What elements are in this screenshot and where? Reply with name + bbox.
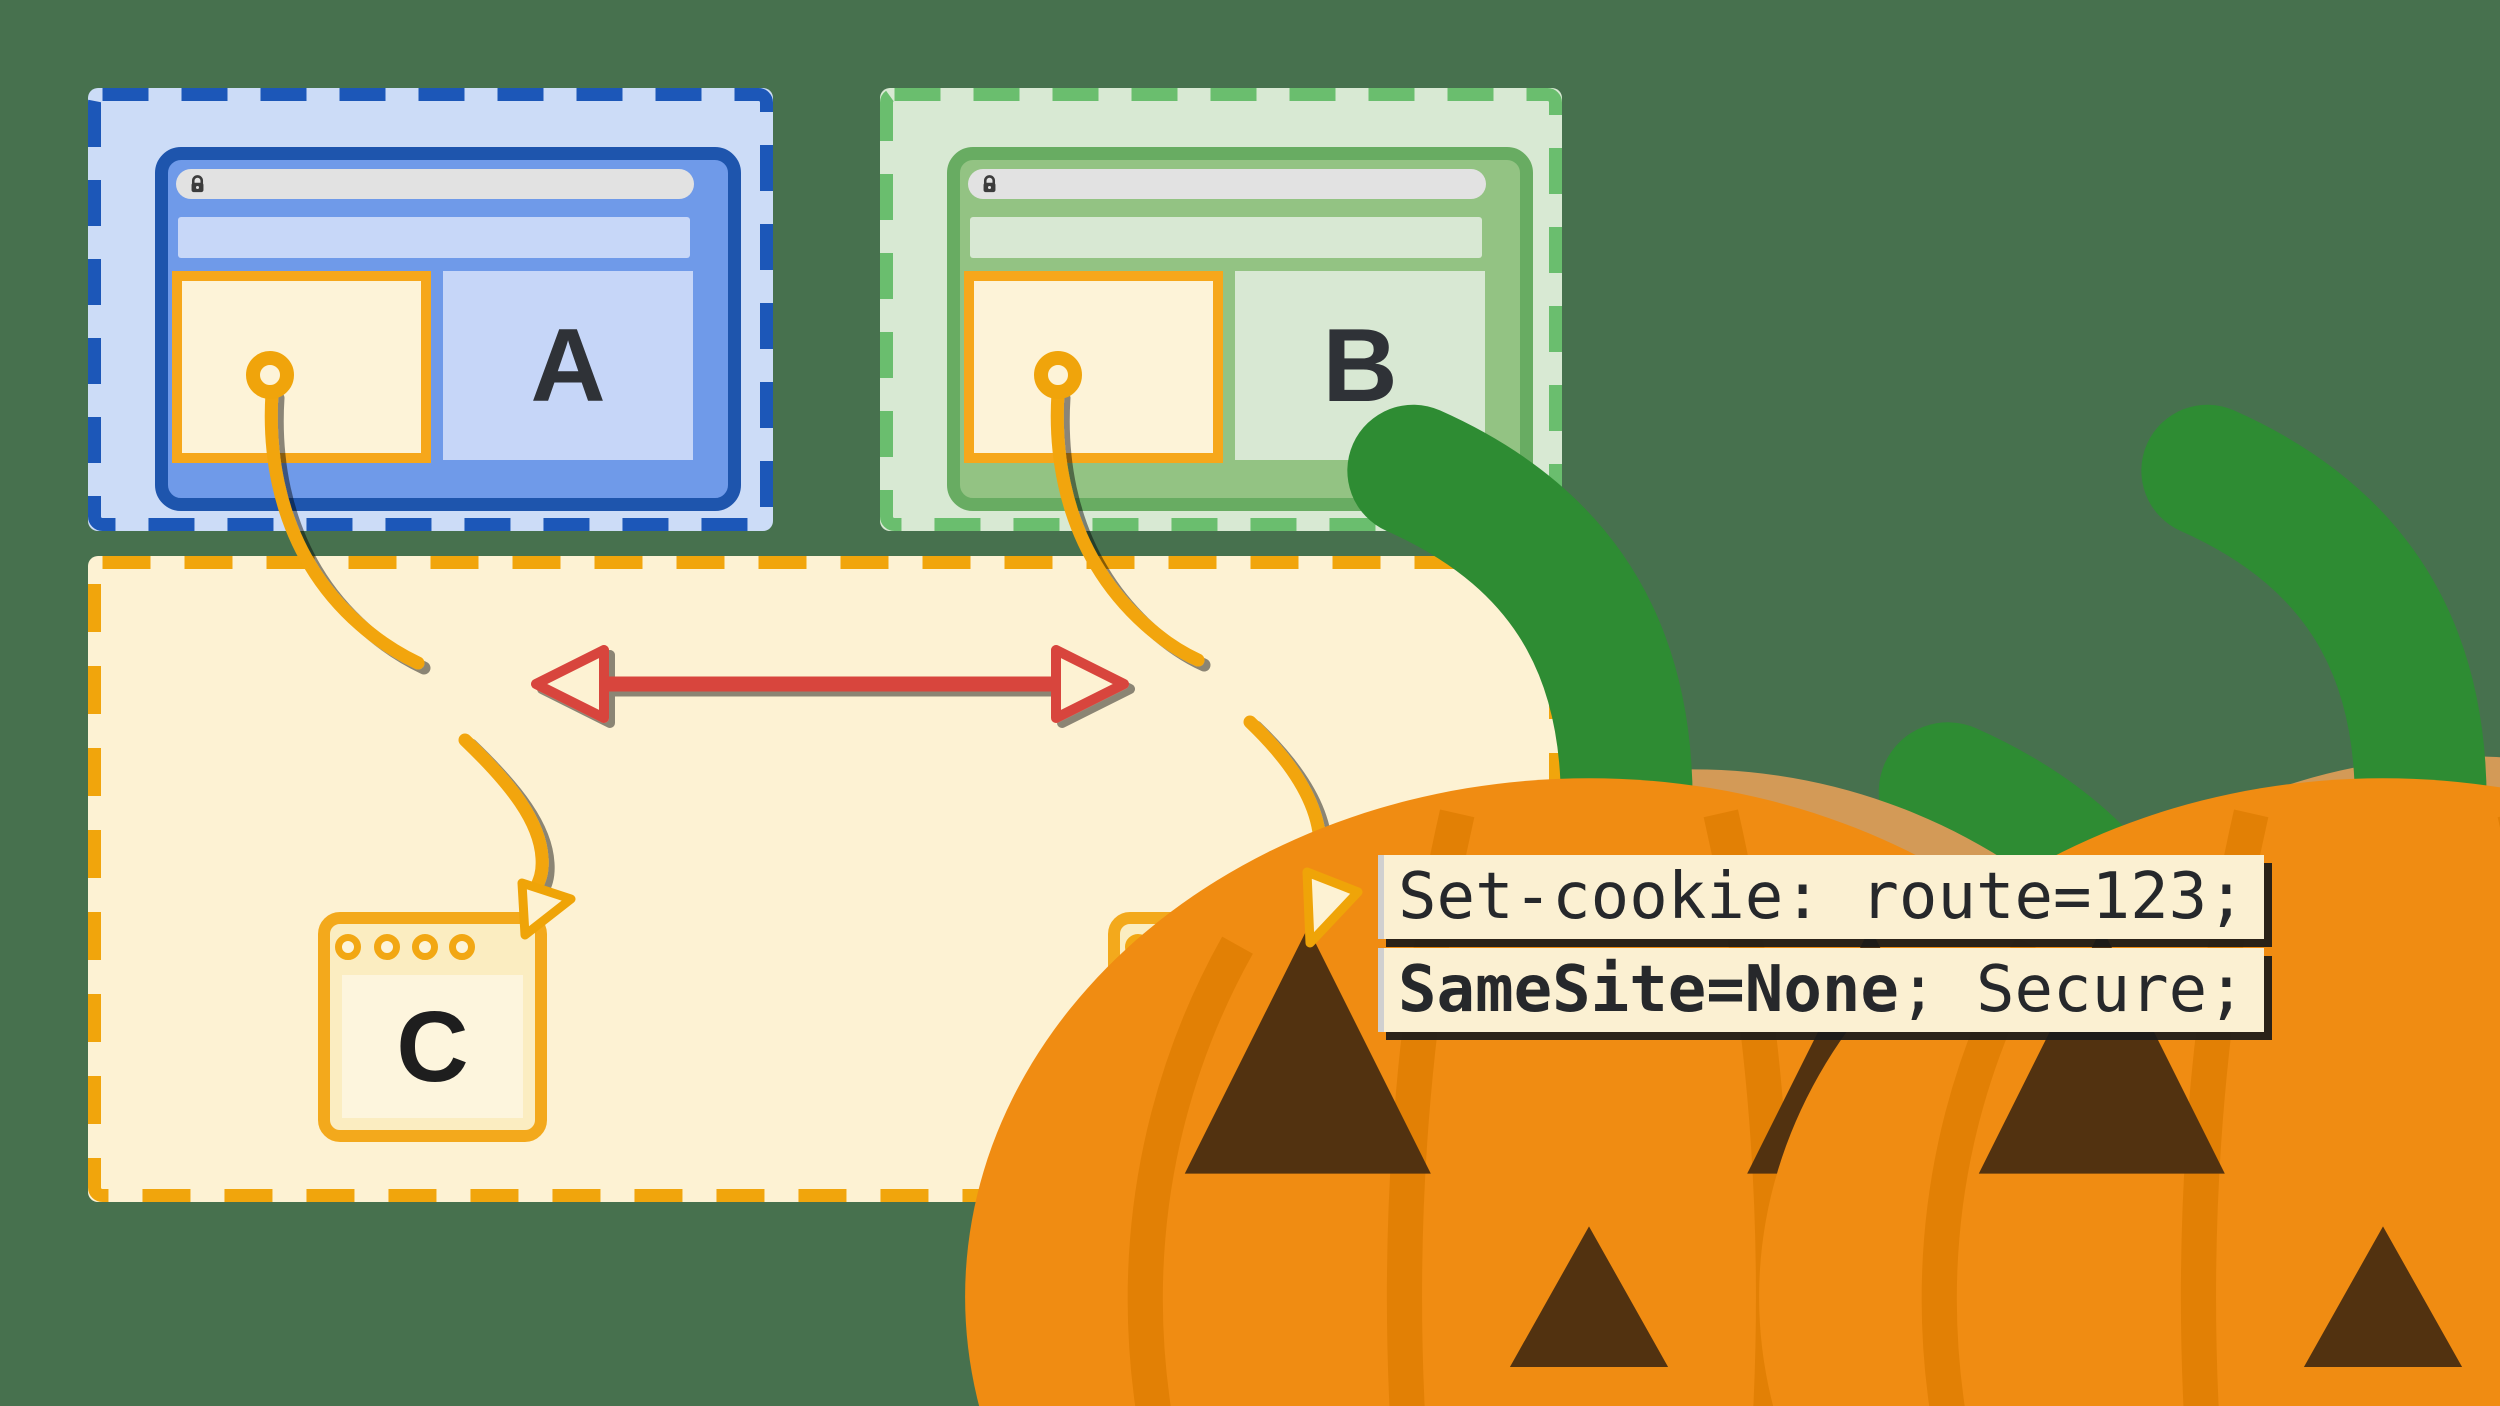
storage-window-c-right: C [1108,912,1337,1142]
page-letter-c-left: C [396,990,469,1103]
page-letter-b: B [1322,307,1398,424]
storage-panel-c-left: C [342,975,523,1118]
address-bar-a [176,169,694,199]
storage-panel-c-right: C [1132,975,1313,1118]
cookie-header-line1: Set-cookie: route=123; [1378,855,2264,939]
lock-icon [191,174,204,192]
zone-site-a: A [88,88,773,531]
window-dot [1239,934,1265,960]
address-bar-b [968,169,1486,199]
page-letter-a: A [530,307,606,424]
third-party-iframe-a [172,271,431,463]
window-dot [1202,934,1228,960]
cookie-header-line1-text: Set-cookie: route=123; [1398,860,2246,934]
window-dot [374,934,400,960]
third-party-dashed-border [88,556,1562,1202]
cookie-icon [1877,756,2500,1406]
samesite-none-text: SameSite=None [1398,953,1899,1027]
window-dot [412,934,438,960]
browser-window-b: B [947,147,1533,511]
toolbar-banner-a [178,217,690,258]
window-dot [1164,934,1190,960]
zone-third-party-c: C C [88,556,1562,1202]
secure-text: ; Secure; [1898,953,2246,1027]
storage-window-c-left: C [318,912,547,1142]
lock-icon [983,174,996,192]
page-letter-c-right: C [1186,990,1259,1103]
window-dot [449,934,475,960]
zone-site-b: B [880,88,1562,531]
third-party-iframe-b [964,271,1223,463]
window-dot [1125,934,1151,960]
page-content-a: A [443,271,693,460]
page-content-b: B [1235,271,1485,460]
browser-window-a: A [155,147,741,511]
toolbar-banner-b [970,217,1482,258]
window-dot [335,934,361,960]
cookie-header-line2: SameSite=None; Secure; [1378,948,2264,1032]
